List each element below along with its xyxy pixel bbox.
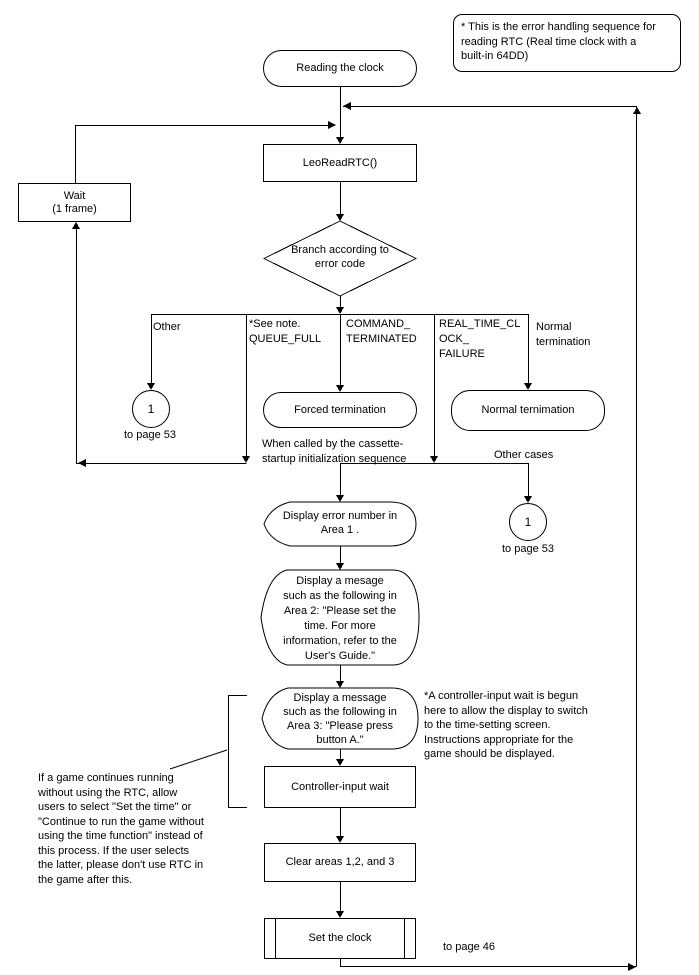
- node-label: Wait (1 frame): [52, 189, 97, 215]
- arrowhead: [336, 836, 344, 843]
- decision-diamond: [262, 220, 418, 297]
- node-label: Set the clock: [308, 932, 372, 944]
- arrowhead: [336, 759, 344, 766]
- node-clear-areas: Clear areas 1,2, and 3: [264, 843, 416, 882]
- arrowhead: [633, 107, 641, 114]
- node-forced-termination: Forced termination: [263, 392, 417, 428]
- decision-label: Branch according to error code: [291, 244, 389, 270]
- connector-line: [76, 223, 247, 464]
- display-area3-label: Display a message such as the following …: [283, 692, 397, 746]
- offpage-caption-right: to page 53: [502, 543, 554, 555]
- node-controller-input-wait: Controller-input wait: [264, 766, 416, 808]
- offpage-connector-1-right: 1: [509, 503, 547, 541]
- arrowhead: [72, 222, 80, 229]
- branch-label-command-terminated: COMMAND_ TERMINATED: [346, 318, 417, 345]
- display-area2-label: Display a mesage such as the following i…: [283, 575, 397, 662]
- offpage-connector-1-left: 1: [132, 390, 170, 428]
- arrowhead: [336, 385, 344, 392]
- arrowhead: [336, 137, 344, 144]
- display-shape-area3: [261, 687, 419, 750]
- arrowhead: [242, 456, 250, 463]
- branch-label-other: Other: [153, 321, 181, 333]
- branch-label-rtc-failure: REAL_TIME_CL OCK_ FAILURE: [439, 318, 521, 360]
- node-set-clock: Set the clock: [264, 918, 416, 959]
- annotation-when-called: When called by the cassette- startup ini…: [262, 438, 407, 465]
- group-bracket: [228, 695, 247, 808]
- arrowhead: [147, 383, 155, 390]
- annotation-game-note: If a game continues running without usin…: [38, 772, 204, 886]
- branch-label-normal: Normal termination: [536, 321, 591, 348]
- arrowhead: [343, 102, 351, 110]
- node-label: LeoReadRTC(): [302, 156, 378, 169]
- node-wait: Wait (1 frame): [18, 183, 131, 222]
- arrowhead: [524, 496, 532, 503]
- node-label: Reading the clock: [296, 62, 384, 74]
- arrowhead: [430, 456, 438, 463]
- annotation-controller-note: *A controller-input wait is begun here t…: [424, 690, 588, 760]
- predefined-process-bar: [275, 919, 276, 958]
- to-page-46-caption: to page 46: [443, 941, 495, 953]
- annotation-other-cases: Other cases: [494, 449, 554, 461]
- connector-line: [75, 125, 335, 183]
- connector-line: [343, 106, 637, 967]
- node-label: Clear areas 1,2, and 3: [285, 856, 395, 868]
- arrowhead: [336, 495, 344, 502]
- arrowhead: [336, 911, 344, 918]
- node-label: Normal ternimation: [481, 404, 575, 416]
- node-leoreadrtc: LeoReadRTC(): [263, 144, 417, 182]
- predefined-process-bar: [404, 919, 405, 958]
- node-label: Controller-input wait: [291, 780, 389, 793]
- connector-number: 1: [147, 402, 155, 416]
- display-shape-area2: [260, 569, 420, 666]
- arrowhead: [336, 307, 344, 314]
- connector-number: 1: [524, 515, 532, 529]
- arrowheads: [72, 102, 641, 971]
- display-area1-label: Display error number in Area 1 .: [282, 510, 398, 536]
- offpage-caption-left: to page 53: [124, 429, 176, 441]
- arrowhead: [524, 383, 532, 390]
- arrowhead: [336, 214, 344, 221]
- note-pointer-line: [169, 749, 228, 770]
- arrowhead: [328, 121, 336, 129]
- node-label: Forced termination: [294, 403, 386, 416]
- arrowhead: [336, 681, 344, 688]
- branch-label-queue-full: *See note. QUEUE_FULL: [249, 318, 322, 345]
- arrowhead: [78, 459, 86, 467]
- arrowhead: [336, 563, 344, 570]
- connector-line: [340, 958, 637, 967]
- display-shape-area1: [263, 501, 417, 547]
- node-normal-termination: Normal ternimation: [451, 390, 605, 431]
- node-reading-clock: Reading the clock: [263, 50, 417, 87]
- note-box: * This is the error handling sequence fo…: [453, 14, 681, 72]
- arrowhead: [628, 963, 636, 971]
